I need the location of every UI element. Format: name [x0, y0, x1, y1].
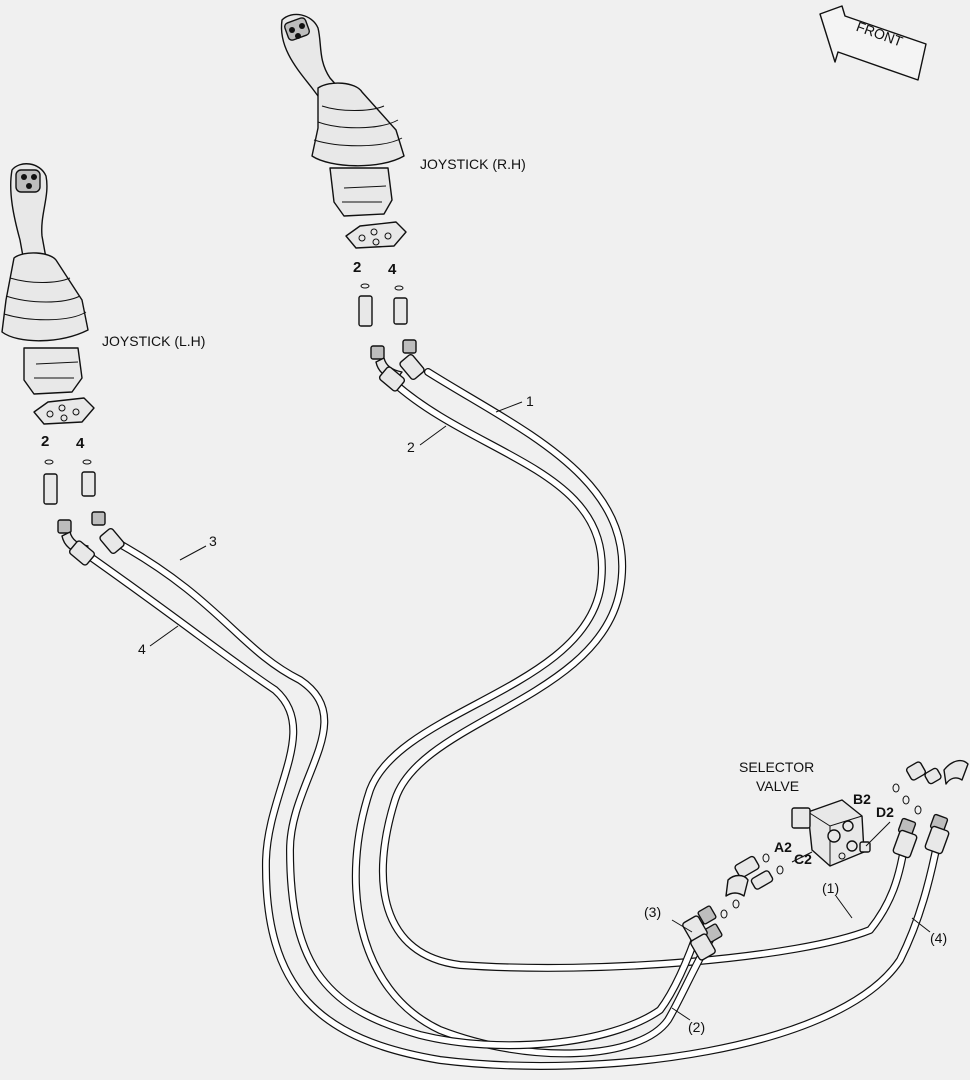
hose-1 — [378, 368, 910, 972]
callout-hose-2: 2 — [407, 439, 415, 455]
joystick-rh: 2 4 — [280, 13, 425, 392]
hose-group — [81, 368, 942, 1070]
valve-port-a2-label: A2 — [774, 839, 792, 855]
valve-port-c2-label: C2 — [794, 851, 812, 867]
callout-valve-3: (3) — [644, 904, 661, 920]
rh-port-2-label: 2 — [353, 259, 361, 276]
lh-port-4-label: 4 — [76, 435, 85, 452]
selector-valve-label-line2: VALVE — [756, 778, 799, 794]
callout-valve-2: (2) — [688, 1019, 705, 1035]
hose-2 — [351, 378, 714, 1058]
callouts: 1 2 3 4 (1) (3) (2) (4) — [138, 393, 947, 1035]
callout-hose-3: 3 — [209, 533, 217, 549]
hose-4 — [81, 549, 942, 1070]
callout-valve-4: (4) — [930, 930, 947, 946]
selector-valve — [791, 799, 891, 867]
valve-port-b2-label: B2 — [853, 791, 871, 807]
joystick-rh-label: JOYSTICK (R.H) — [420, 156, 526, 172]
valve-port-d2-label: D2 — [876, 804, 894, 820]
valve-fittings — [682, 759, 969, 961]
front-arrow-icon: FRONT — [819, 5, 927, 81]
selector-valve-label-line1: SELECTOR — [739, 759, 814, 775]
hose-3 — [114, 539, 704, 1050]
callout-hose-4: 4 — [138, 641, 146, 657]
joystick-lh-label: JOYSTICK (L.H) — [102, 333, 205, 349]
joystick-lh: 2 4 — [1, 163, 125, 566]
rh-port-4-label: 4 — [388, 261, 397, 278]
callout-valve-1: (1) — [822, 880, 839, 896]
lh-port-2-label: 2 — [41, 433, 49, 450]
callout-hose-1: 1 — [526, 393, 534, 409]
